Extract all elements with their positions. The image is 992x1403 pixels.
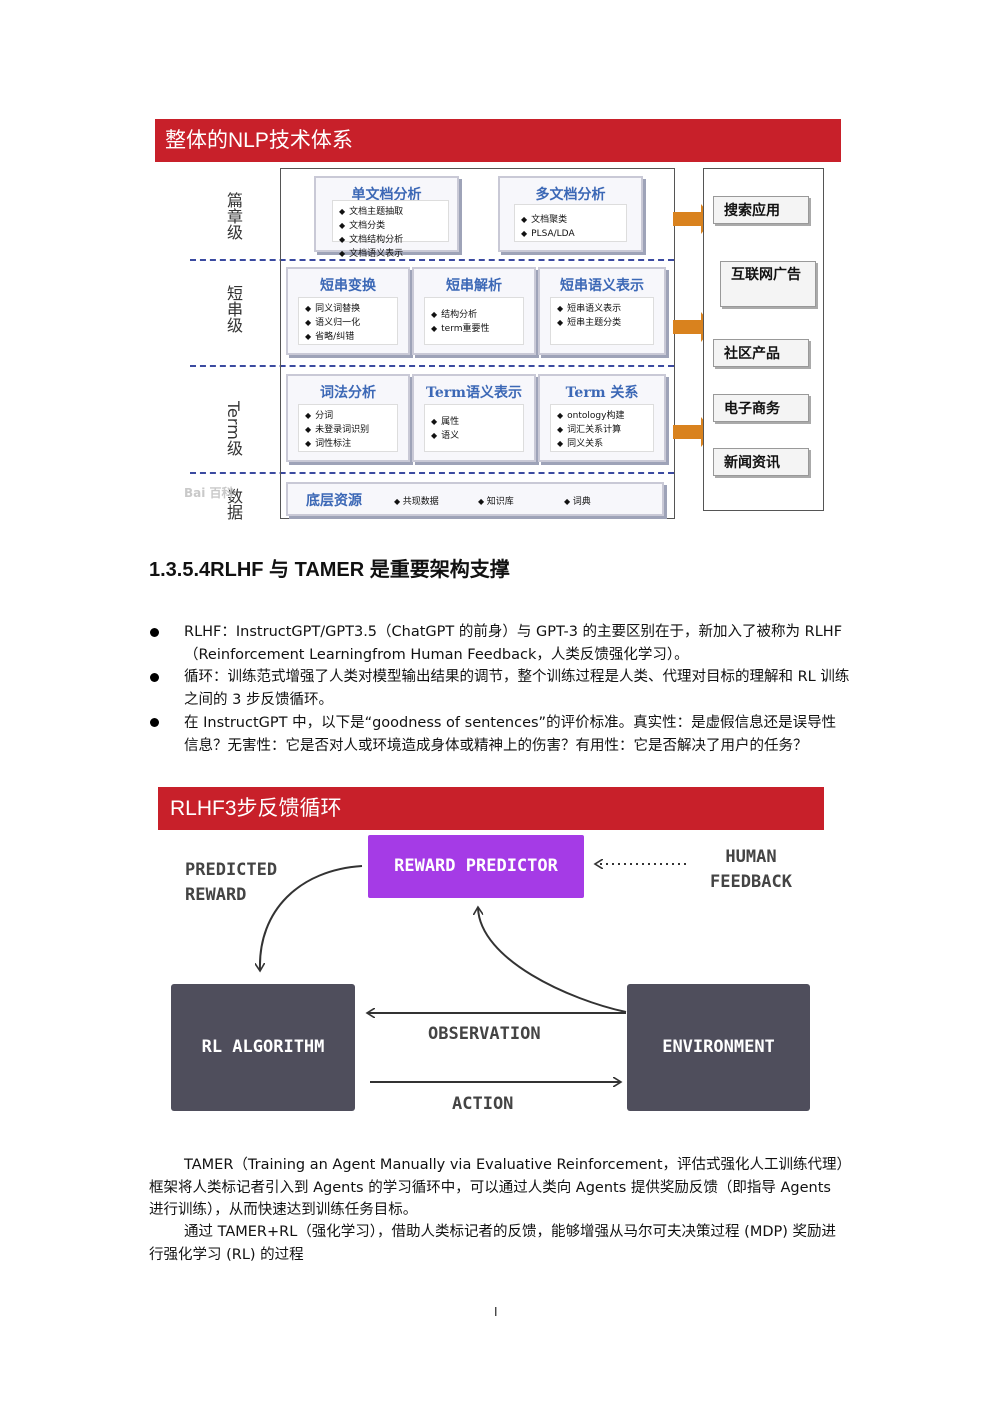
box-title: Term语义表示 — [426, 385, 522, 401]
paragraph-tamer-rl: 通过 TAMER+RL（强化学习），借助人类标记者的反馈，能够增强从马尔可夫决策… — [149, 1224, 837, 1263]
box-title: 词法分析 — [320, 385, 376, 401]
environment-box: ENVIRONMENT — [627, 984, 810, 1111]
baike-watermark: Bai 百科 — [184, 486, 234, 500]
observation-label: OBSERVATION — [428, 1024, 541, 1044]
list-item: ◆属性 — [431, 417, 460, 427]
box-title: 多文档分析 — [535, 187, 606, 203]
bullet-text-1: RLHF：InstructGPT/GPT3.5（ChatGPT 的前身）与 GP… — [184, 624, 843, 663]
rlhf-arrows — [150, 830, 686, 1120]
box-base-resources: 底层资源 ◆ 共现数据 ◆ 知识库 ◆ 词典 — [286, 482, 664, 516]
box-title: 单文档分析 — [351, 187, 422, 203]
box-multi-doc-analysis: 多文档分析 ◆文档聚类 ◆PLSA/LDA — [498, 176, 643, 252]
box-title: 短串解析 — [446, 278, 502, 294]
box-title: 短串变换 — [320, 278, 376, 294]
level-label-term: Term级 — [224, 400, 243, 456]
box-shortstring-parse: 短串解析 ◆结构分析 ◆term重要性 — [412, 267, 536, 355]
list-item: ◆文档分类 — [339, 221, 386, 231]
box-single-doc-analysis: 单文档分析 ◆文档主题抽取 ◆文档分类 ◆文档结构分析 ◆文档语义表示 — [314, 176, 459, 259]
box-term-relation: Term 关系 ◆ontology构建 ◆词汇关系计算 ◆同义关系 — [538, 374, 666, 462]
box-term-semantic: Term语义表示 ◆属性 ◆语义 — [412, 374, 536, 462]
page-number: I — [494, 1305, 498, 1319]
list-item: ◆ 共现数据 — [394, 497, 439, 507]
section-heading: 1.3.5.4RLHF 与 TAMER 是重要架构支撑 — [149, 559, 510, 581]
app-online-ads: 互联网广告 — [720, 261, 816, 307]
list-item: ◆文档结构分析 — [339, 235, 404, 245]
list-item: ◆省略/纠错 — [305, 332, 355, 342]
bullet-icon — [150, 628, 159, 637]
bullet-icon — [150, 718, 159, 727]
list-item: ◆词性标注 — [305, 439, 352, 449]
list-item: ◆ 知识库 — [478, 497, 514, 507]
bullet-text-2: 循环：训练范式增强了人类对模型输出结果的调节，整个训练过程是人类、代理对目标的理… — [184, 669, 850, 708]
figure2-title-banner: RLHF3步反馈循环 — [158, 787, 824, 830]
list-item: ◆文档语义表示 — [339, 249, 404, 259]
box-shortstring-semantic: 短串语义表示 ◆短串语义表示 ◆短串主题分类 — [538, 267, 666, 355]
level-label-shortstring: 短串级 — [224, 285, 243, 333]
list-item: ◆同义词替换 — [305, 304, 361, 314]
list-item: ◆未登录词识别 — [305, 425, 370, 435]
separator-line — [190, 259, 674, 261]
list-item: ◆分词 — [305, 411, 334, 421]
list-item: ◆同义关系 — [557, 439, 604, 449]
level-label-data: 数据 — [224, 488, 243, 520]
list-item: ◆文档主题抽取 — [339, 207, 404, 217]
box-lexical-analysis: 词法分析 ◆分词 ◆未登录词识别 ◆词性标注 — [286, 374, 410, 462]
box-title: Term 关系 — [565, 385, 639, 401]
figure1-title-banner: 整体的NLP技术体系 — [155, 119, 841, 162]
list-item: ◆文档聚类 — [521, 215, 568, 225]
list-item: ◆结构分析 — [431, 310, 478, 320]
list-item: ◆PLSA/LDA — [521, 229, 575, 239]
base-resources-title: 底层资源 — [306, 493, 362, 509]
app-community: 社区产品 — [713, 339, 809, 367]
list-item: ◆词汇关系计算 — [557, 425, 622, 435]
predicted-reward-arrow — [260, 865, 363, 970]
level-label-document: 篇章级 — [224, 192, 243, 240]
list-item: ◆短串主题分类 — [557, 318, 622, 328]
list-item: ◆语义归一化 — [305, 318, 361, 328]
rl-algorithm-box: RL ALGORITHM — [171, 984, 355, 1111]
list-item: ◆term重要性 — [431, 324, 490, 334]
figure1-title: 整体的NLP技术体系 — [165, 129, 353, 152]
app-search: 搜索应用 — [713, 196, 809, 224]
list-item: ◆语义 — [431, 431, 460, 441]
environment-to-predictor-arrow — [478, 908, 627, 1013]
separator-line — [190, 365, 674, 367]
paragraph-tamer: TAMER（Training an Agent Manually via Eva… — [149, 1157, 844, 1218]
predicted-reward-label: PREDICTED REWARD — [185, 860, 278, 905]
app-ecommerce: 电子商务 — [713, 394, 809, 422]
action-label: ACTION — [452, 1094, 514, 1114]
app-news: 新闻资讯 — [713, 448, 809, 476]
bullet-icon — [150, 673, 159, 682]
human-feedback-label: HUMAN FEEDBACK — [710, 847, 792, 892]
separator-line — [190, 472, 674, 474]
list-item: ◆短串语义表示 — [557, 304, 622, 314]
box-title: 短串语义表示 — [560, 278, 644, 294]
nlp-layers-frame — [280, 168, 675, 519]
box-shortstring-transform: 短串变换 ◆同义词替换 ◆语义归一化 ◆省略/纠错 — [286, 267, 410, 355]
list-item: ◆ontology构建 — [557, 411, 625, 421]
bullet-text-3: 在 InstructGPT 中，以下是“goodness of sentence… — [184, 715, 837, 754]
list-item: ◆ 词典 — [564, 497, 591, 507]
reward-predictor-box: REWARD PREDICTOR — [368, 835, 584, 898]
figure2-title: RLHF3步反馈循环 — [170, 797, 342, 820]
